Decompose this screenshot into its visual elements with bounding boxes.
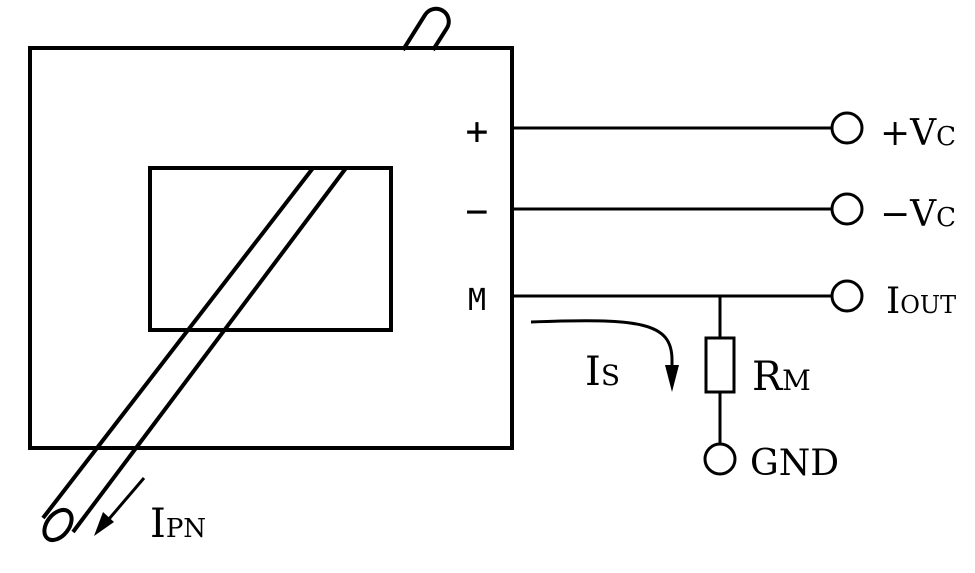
terminal-plus-vc <box>830 111 864 145</box>
pin-minus-label: − <box>466 189 489 233</box>
sensor-housing <box>28 46 514 450</box>
terminal-minus-vc <box>830 192 864 226</box>
label-gnd: GND <box>750 443 839 484</box>
secondary-current-arrow <box>530 319 679 392</box>
label-rm: RM <box>752 354 811 400</box>
primary-conductor <box>41 166 348 543</box>
pin-plus-label: + <box>466 109 489 153</box>
primary-conductor-top <box>401 6 451 52</box>
primary-current-arrow <box>94 477 146 536</box>
label-ipn: IPN <box>150 501 206 547</box>
pin-m-label: M <box>468 283 486 318</box>
label-iout: IOUT <box>886 281 956 322</box>
label-minus-vc: −VC <box>880 194 956 235</box>
measuring-resistor <box>704 336 736 394</box>
core-window <box>148 166 393 332</box>
terminal-gnd <box>703 442 737 476</box>
label-plus-vc: +VC <box>880 113 956 154</box>
measuring-resistor-branch <box>703 296 737 476</box>
label-is: IS <box>585 349 620 395</box>
terminal-iout <box>830 279 864 313</box>
